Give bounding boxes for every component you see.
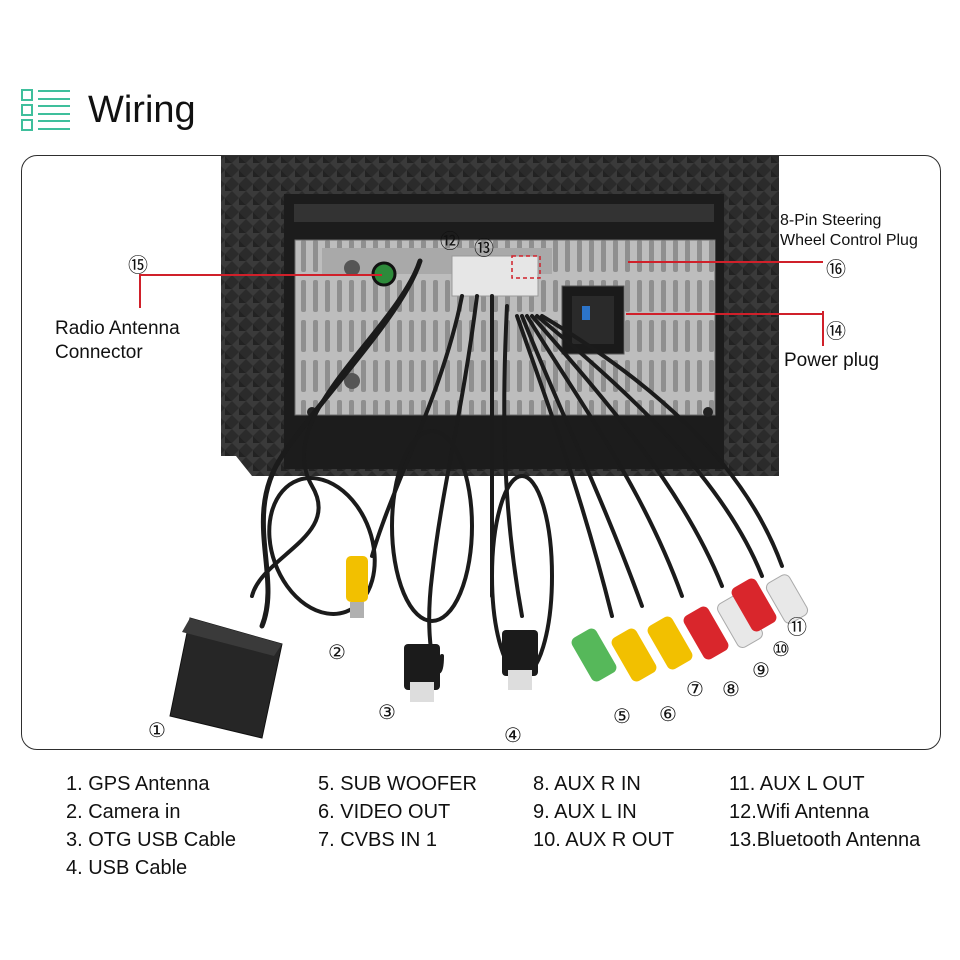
callout-13: ⑬ [474, 236, 494, 260]
otg-usb-plug [404, 644, 440, 702]
callout-15: ⑮ [128, 253, 148, 277]
legend-item: 2. Camera in [66, 801, 181, 823]
legend-column-2: 5. SUB WOOFER 6. VIDEO OUT 7. CVBS IN 1 [318, 770, 477, 854]
callout-7: ⑦ [686, 677, 704, 701]
legend-item: 1. GPS Antenna [66, 773, 210, 795]
legend-item: 3. OTG USB Cable [66, 829, 237, 851]
callout-14: ⑭ [826, 319, 846, 343]
callout-8: ⑧ [722, 677, 740, 701]
rca-plugs [571, 574, 809, 682]
callout-3: ③ [378, 700, 396, 724]
callout-9: ⑨ [752, 658, 770, 682]
power-plug-label: Power plug [784, 350, 880, 371]
gps-antenna-device [169, 617, 283, 739]
camera-rca-plug [346, 556, 368, 618]
list-icon [21, 89, 70, 131]
callout-1: ① [148, 718, 166, 742]
callout-4: ④ [504, 723, 522, 747]
cable-bundle [250, 258, 784, 678]
callout-5: ⑤ [613, 704, 631, 728]
legend-item: 13.Bluetooth Antenna [729, 829, 921, 851]
legend-column-1: 1. GPS Antenna 2. Camera in 3. OTG USB C… [66, 770, 236, 882]
legend-item: 8. AUX R IN [533, 773, 641, 795]
legend-item: 9. AUX L IN [533, 801, 637, 823]
usb-plug [502, 630, 538, 690]
legend-column-4: 11. AUX L OUT 12.Wifi Antenna 13.Bluetoo… [729, 770, 920, 854]
legend-item: 11. AUX L OUT [729, 773, 865, 795]
callout-10: ⑩ [772, 637, 790, 661]
legend-item: 7. CVBS IN 1 [318, 829, 437, 851]
wiring-diagram-panel: Radio Antenna Connector Power plug 8-Pin… [21, 155, 941, 750]
callout-16: ⑯ [826, 257, 846, 281]
legend-item: 10. AUX R OUT [533, 829, 675, 851]
wiring-photo [139, 156, 824, 739]
callout-11: ⑪ [787, 615, 807, 639]
section-title: Wiring [88, 88, 196, 131]
section-header: Wiring [20, 86, 196, 134]
legend-item: 12.Wifi Antenna [729, 801, 870, 823]
legend-item: 6. VIDEO OUT [318, 801, 451, 823]
legend-item: 5. SUB WOOFER [318, 773, 477, 795]
callout-2: ② [328, 640, 346, 664]
callout-12: ⑫ [440, 229, 460, 253]
callout-6: ⑥ [659, 702, 677, 726]
legend-column-3: 8. AUX R IN 9. AUX L IN 10. AUX R OUT [533, 770, 674, 854]
legend-item: 4. USB Cable [66, 857, 188, 879]
radio-antenna-label: Radio Antenna Connector [55, 318, 180, 363]
steering-plug-label: 8-Pin Steering Wheel Control Plug [780, 212, 918, 249]
